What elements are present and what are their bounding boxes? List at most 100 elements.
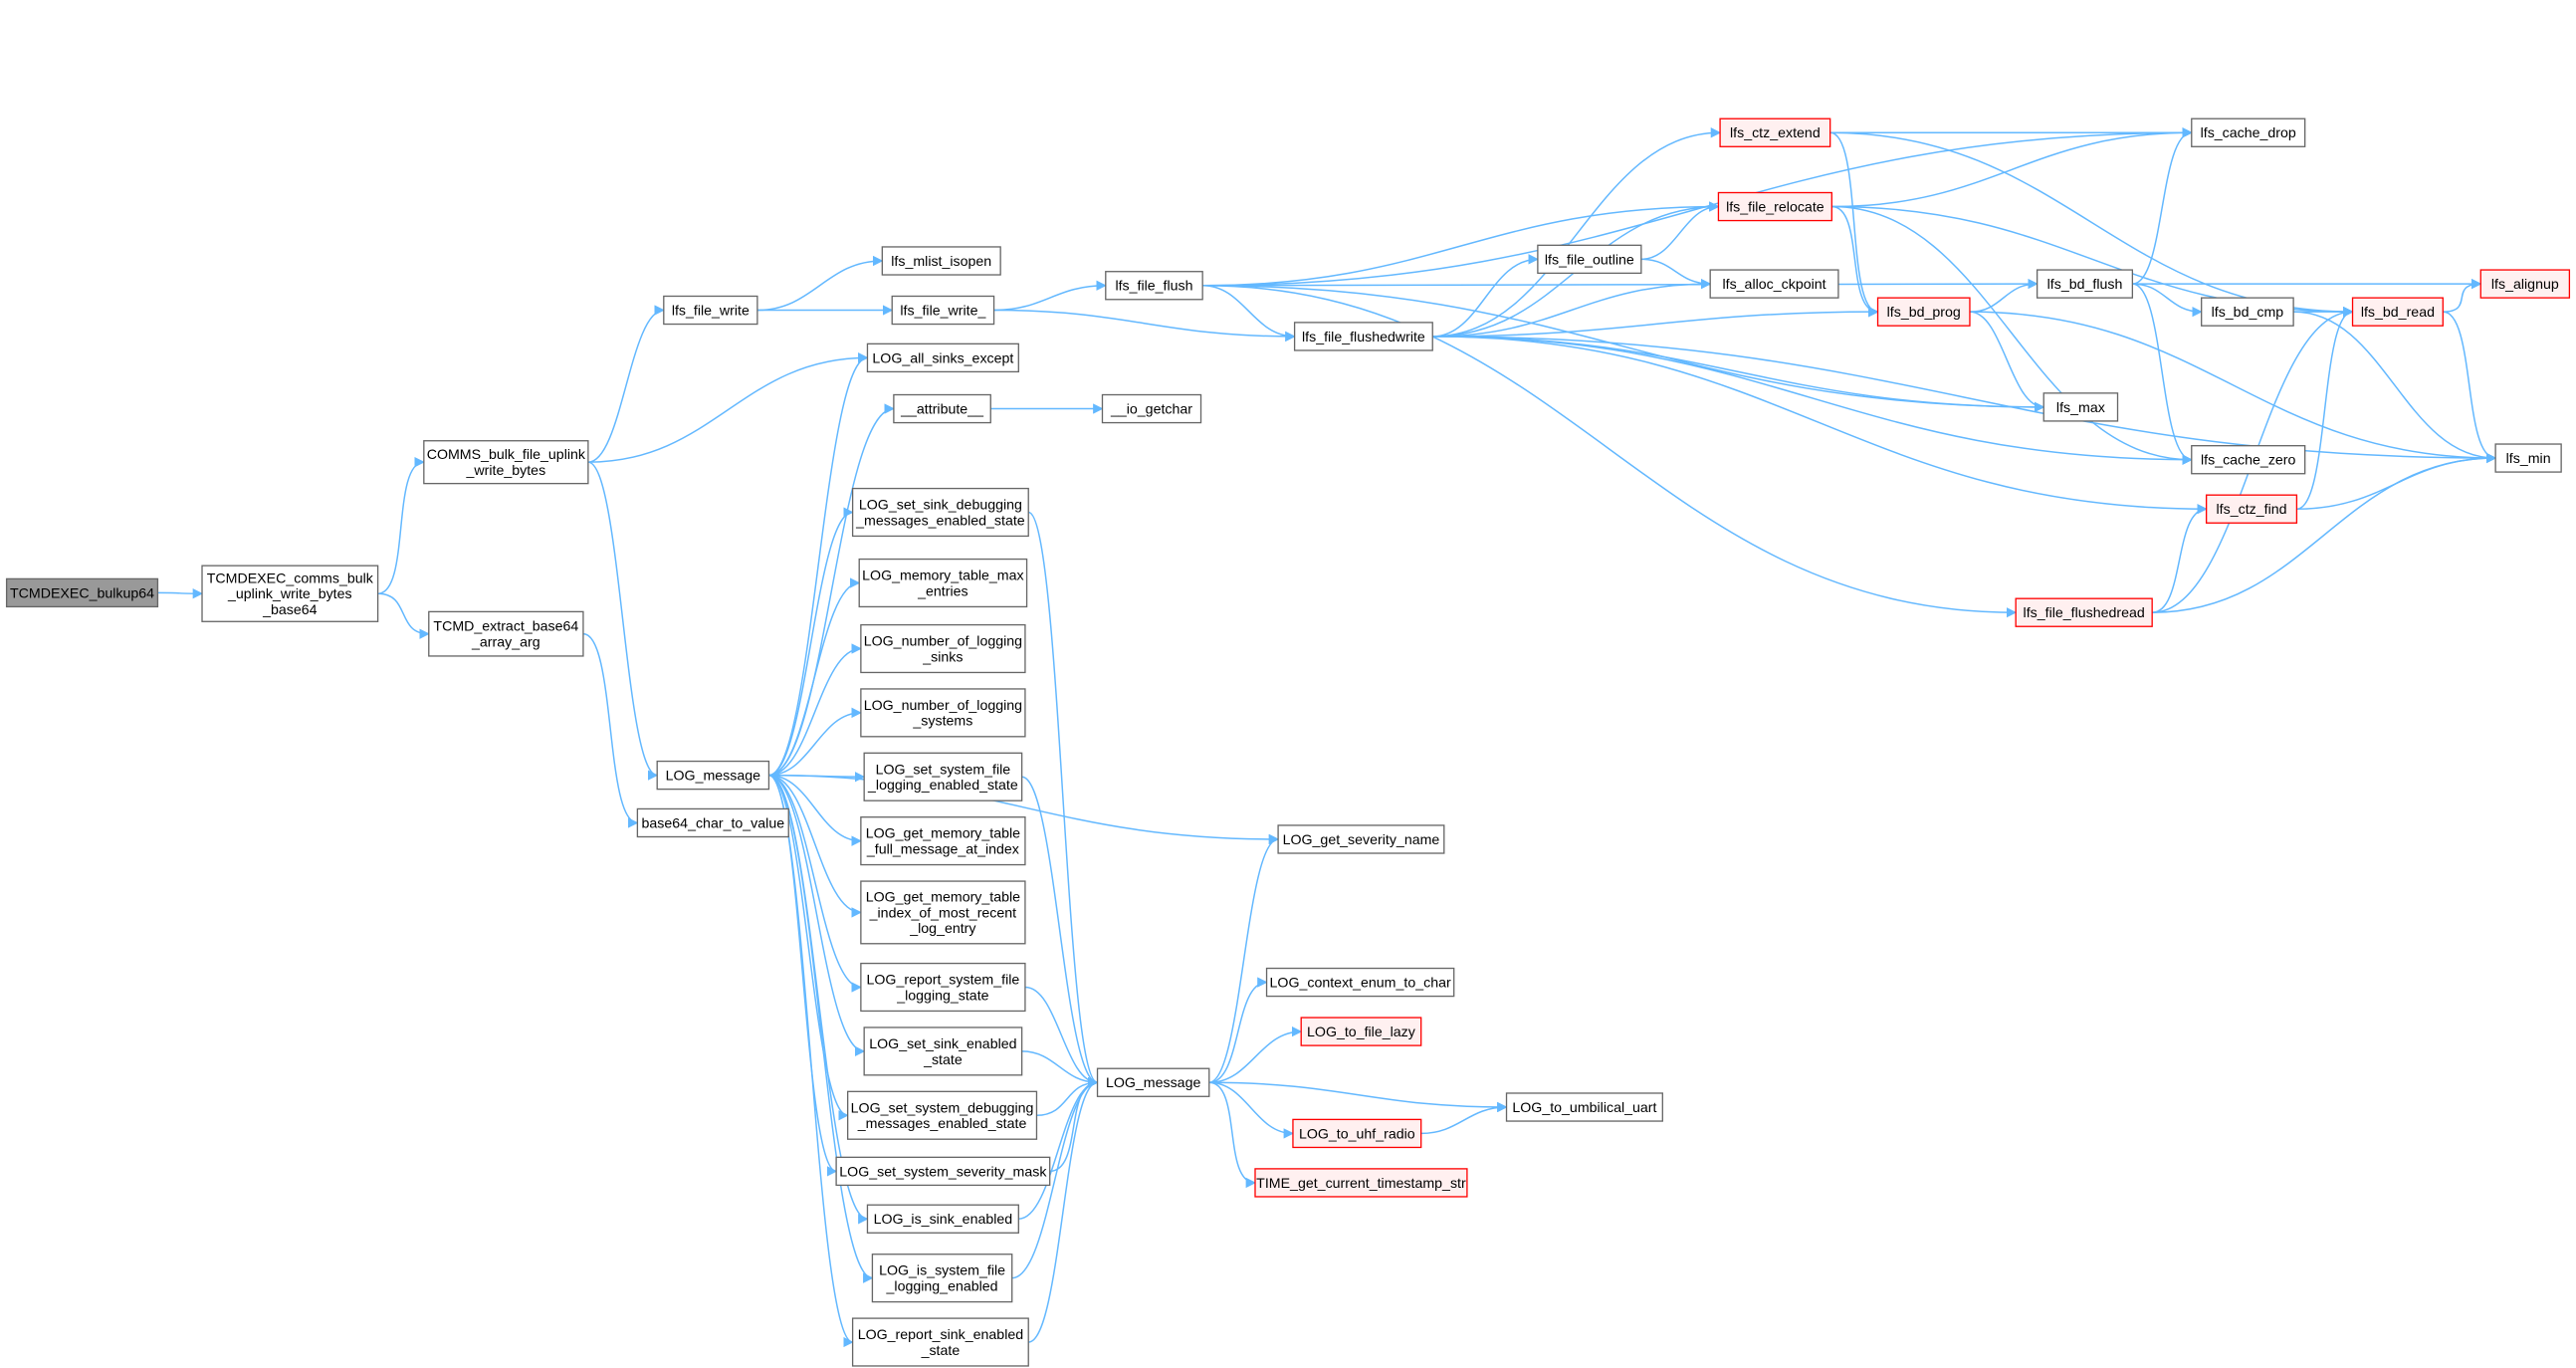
call-edge-lfs_file_flush-to-lfs_file_flushedread — [1202, 285, 2018, 618]
graph-node-lfs-ctz-find[interactable]: lfs_ctz_find — [2205, 494, 2298, 524]
graph-node-lfs-file-flushedwrite[interactable]: lfs_file_flushedwrite — [1293, 322, 1433, 351]
graph-node-lfs-max[interactable]: lfs_max — [2042, 392, 2119, 422]
node-box — [1719, 117, 1831, 147]
graph-node-to-umbilical[interactable]: LOG_to_umbilical_uart — [1505, 1092, 1663, 1122]
graph-node-lfs-file-outline[interactable]: lfs_file_outline — [1537, 244, 1642, 275]
graph-node-get-severity[interactable]: LOG_get_severity_name — [1277, 824, 1445, 854]
graph-node-lfs-bd-prog[interactable]: lfs_bd_prog — [1876, 297, 1971, 327]
call-edge-log_message_2-to-to_umbilical — [1208, 1081, 1508, 1113]
call-edge-log_message_2-to-to_uhf — [1208, 1081, 1294, 1139]
node-box — [1300, 1017, 1422, 1046]
node-label: LOG_set_sink_enabled — [869, 1036, 1016, 1052]
graph-node-num-systems[interactable]: LOG_number_of_logging_systems — [860, 688, 1026, 738]
node-label: _logging_enabled — [886, 1279, 998, 1295]
graph-node-lfs-bd-read[interactable]: lfs_bd_read — [2351, 297, 2444, 327]
graph-node-lfs-file-flushedread[interactable]: lfs_file_flushedread — [2015, 597, 2153, 627]
node-label: lfs_alloc_ckpoint — [1722, 277, 1825, 293]
node-label: _write_bytes — [466, 463, 546, 479]
call-edge-log_message_1-to-mem_max — [768, 577, 861, 777]
node-box — [835, 1156, 1051, 1187]
graph-node-log-all-sinks-except[interactable]: LOG_all_sinks_except — [866, 342, 1019, 373]
node-label: LOG_to_uhf_radio — [1299, 1126, 1415, 1142]
graph-node-report-sink[interactable]: LOG_report_sink_enabled_state — [851, 1317, 1029, 1367]
node-label: COMMS_bulk_file_uplink — [427, 447, 586, 463]
graph-node-lfs-file-write[interactable]: lfs_file_write — [663, 295, 758, 326]
node-box — [1717, 191, 1832, 222]
node-box — [1101, 393, 1202, 424]
call-edge-log_message_1-to-report_sys_file — [768, 774, 862, 993]
node-box — [423, 440, 589, 485]
node-box — [847, 1090, 1038, 1140]
node-box — [860, 880, 1026, 945]
graph-node-set-sys-file[interactable]: LOG_set_system_file_logging_enabled_stat… — [863, 752, 1023, 801]
node-box — [656, 760, 770, 791]
node-label: lfs_max — [2056, 400, 2105, 416]
graph-node-num-sinks[interactable]: LOG_number_of_logging_sinks — [860, 623, 1026, 674]
graph-node-base64-char[interactable]: base64_char_to_value — [636, 807, 789, 838]
graph-node-set-sink-enabled[interactable]: LOG_set_sink_enabled_state — [863, 1026, 1023, 1076]
graph-node-lfs-bd-flush[interactable]: lfs_bd_flush — [2036, 269, 2134, 299]
graph-node-set-sev-mask[interactable]: LOG_set_system_severity_mask — [835, 1156, 1051, 1187]
graph-node-lfs-cache-zero[interactable]: lfs_cache_zero — [2191, 445, 2306, 475]
node-box — [863, 752, 1023, 801]
node-label: lfs_file_flush — [1115, 279, 1192, 295]
graph-node-get-mem-idx[interactable]: LOG_get_memory_table_index_of_most_recen… — [860, 880, 1026, 945]
call-edge-lfs_file_flushedread-to-lfs_min — [2152, 452, 2497, 613]
graph-node-lfs-bd-cmp[interactable]: lfs_bd_cmp — [2201, 297, 2294, 327]
node-box — [1265, 967, 1455, 998]
node-label: lfs_bd_flush — [2047, 277, 2123, 293]
graph-node-lfs-mlist-isopen[interactable]: lfs_mlist_isopen — [881, 246, 1001, 276]
graph-node-lfs-alignup[interactable]: lfs_alignup — [2479, 269, 2571, 299]
graph-node-mem-max[interactable]: LOG_memory_table_max_entries — [858, 558, 1028, 608]
graph-node-to-uhf[interactable]: LOG_to_uhf_radio — [1292, 1118, 1422, 1149]
node-label: lfs_file_flushedread — [2024, 605, 2145, 621]
graph-node-lfs-file-relocate[interactable]: lfs_file_relocate — [1717, 191, 1832, 222]
graph-node-io-getchar[interactable]: __io_getchar — [1101, 393, 1202, 424]
call-edge-log_message_1-to-num_systems — [768, 707, 862, 777]
graph-node-log-message-2[interactable]: LOG_message — [1096, 1067, 1210, 1097]
graph-node-lfs-ctz-extend[interactable]: lfs_ctz_extend — [1719, 117, 1831, 147]
graph-node-attribute[interactable]: __attribute__ — [893, 393, 991, 424]
call-edge-lfs_file_flush-to-lfs_max — [1202, 285, 2045, 413]
graph-node-lfs-file-write-[interactable]: lfs_file_write_ — [891, 295, 995, 326]
graph-node-lfs-cache-drop[interactable]: lfs_cache_drop — [2191, 117, 2306, 147]
call-edge-lfs_file_flushedwrite-to-lfs_cache_zero — [1432, 336, 2193, 465]
node-box — [860, 816, 1026, 866]
graph-node-log-message-1[interactable]: LOG_message — [656, 760, 770, 791]
graph-node-lfs-alloc-ckpoint[interactable]: lfs_alloc_ckpoint — [1709, 269, 1839, 299]
graph-node-bulkup64[interactable]: TCMDEXEC_bulkup64 — [5, 577, 159, 608]
call-edge-set_sev_mask-to-log_message_2 — [1049, 1077, 1099, 1173]
node-label: LOG_get_memory_table — [866, 826, 1020, 842]
node-label: lfs_file_relocate — [1726, 199, 1825, 215]
graph-node-lfs-min[interactable]: lfs_min — [2494, 443, 2562, 473]
graph-node-set-sink-dbg[interactable]: LOG_set_sink_debugging_messages_enabled_… — [851, 487, 1029, 538]
graph-node-to-file-lazy[interactable]: LOG_to_file_lazy — [1300, 1017, 1422, 1046]
graph-node-time-ts[interactable]: TIME_get_current_timestamp_str — [1254, 1168, 1468, 1198]
node-label: _state — [923, 1052, 963, 1068]
node-box — [851, 487, 1029, 538]
graph-node-lfs-file-flush[interactable]: lfs_file_flush — [1105, 271, 1203, 301]
graph-node-context-enum[interactable]: LOG_context_enum_to_char — [1265, 967, 1455, 998]
graph-node-report-sys-file[interactable]: LOG_report_system_file_logging_state — [860, 962, 1026, 1013]
call-edge-lfs_bd_prog-to-lfs_max — [1969, 311, 2045, 413]
graph-node-tcmd-extract[interactable]: TCMD_extract_base64_array_arg — [428, 610, 584, 657]
node-label: TCMD_extract_base64 — [433, 619, 578, 635]
node-label: lfs_alignup — [2491, 277, 2559, 293]
node-label: __attribute__ — [900, 401, 984, 417]
node-box — [891, 295, 995, 326]
graph-node-is-sink-enabled[interactable]: LOG_is_sink_enabled — [866, 1204, 1019, 1234]
call-edge-lfs_file_write_-to-lfs_file_flushedwrite — [993, 309, 1296, 342]
call-edge-set_sink_dbg-to-log_message_2 — [1027, 511, 1099, 1088]
graph-node-get-mem-full[interactable]: LOG_get_memory_table_full_message_at_ind… — [860, 816, 1026, 866]
graph-node-comms-bulk[interactable]: COMMS_bulk_file_uplink_write_bytes — [423, 440, 589, 485]
node-label: _array_arg — [471, 635, 540, 651]
node-label: lfs_file_write_ — [900, 303, 986, 319]
graph-node-is-sys-file[interactable]: LOG_is_system_file_logging_enabled — [871, 1254, 1013, 1303]
edges-layer — [157, 127, 2497, 1348]
call-edge-log_message_2-to-time_ts — [1208, 1081, 1257, 1189]
node-label: LOG_to_file_lazy — [1307, 1025, 1416, 1040]
node-label: _sinks — [922, 649, 963, 665]
node-label: LOG_number_of_logging — [864, 698, 1022, 714]
graph-node-comms-b64[interactable]: TCMDEXEC_comms_bulk_uplink_write_bytes_b… — [201, 565, 379, 622]
graph-node-set-sys-dbg[interactable]: LOG_set_system_debugging_messages_enable… — [847, 1090, 1038, 1140]
